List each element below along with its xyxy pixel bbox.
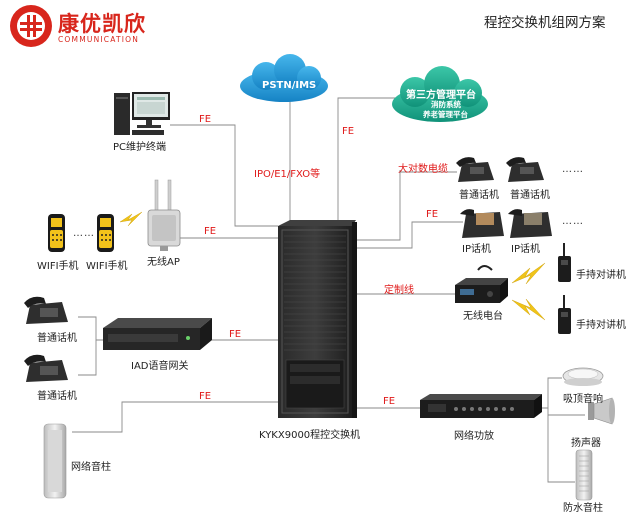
- normal-phone-left-1-label: 普通话机: [37, 333, 77, 344]
- normal-phone-left-1-icon: [24, 296, 68, 324]
- walkie-1-label: 手持对讲机: [576, 270, 626, 281]
- fe-label-third-party: FE: [342, 126, 355, 137]
- normal-phone-left-2-label: 普通话机: [37, 391, 77, 402]
- ip-phone-1-label: IP话机: [462, 244, 491, 255]
- ip-phone-2-label: IP话机: [511, 244, 540, 255]
- radio-station-icon: [455, 265, 508, 303]
- custom-line-label: 定制线: [384, 285, 414, 296]
- iad-label: IAD语音网关: [131, 361, 189, 372]
- ip-phone-dots: ……: [562, 216, 584, 227]
- fe-label-ap: FE: [204, 226, 217, 237]
- fe-label-amp: FE: [383, 396, 396, 407]
- third-party-sub2: 养老管理平台: [423, 110, 468, 119]
- radio-station-label: 无线电台: [463, 311, 503, 322]
- big-cable-label: 大对数电缆: [398, 164, 448, 175]
- pc-terminal-icon: [114, 92, 170, 135]
- pbx-cabinet-icon: [278, 220, 357, 418]
- column-speaker-left-icon: [43, 423, 67, 499]
- walkie-2-label: 手持对讲机: [576, 320, 626, 331]
- third-party-cloud-icon: [392, 66, 488, 122]
- fe-label-ip: FE: [426, 209, 439, 220]
- amplifier-label: 网络功放: [454, 431, 494, 442]
- connection-lines: [72, 97, 585, 483]
- wireless-ap-label: 无线AP: [147, 257, 180, 268]
- pbx-label: KYKX9000程控交换机: [259, 430, 361, 441]
- normal-phone-right-2-label: 普通话机: [510, 190, 550, 201]
- horn-label: 扬声器: [571, 438, 601, 449]
- normal-phone-right-1-label: 普通话机: [459, 190, 499, 201]
- third-party-label: 第三方管理平台: [406, 90, 476, 101]
- logo-text: 康优凯欣: [58, 12, 146, 36]
- wifi-phone-2-label: WIFI手机: [86, 261, 128, 272]
- wifi-phone-2-icon: [97, 214, 114, 252]
- pc-label: PC维护终端: [113, 142, 167, 153]
- fe-label-iad: FE: [229, 329, 242, 340]
- page-title: 程控交换机组网方案: [484, 15, 606, 31]
- wifi-dots: ……: [73, 228, 95, 239]
- ceiling-speaker-icon: [562, 367, 604, 386]
- horn-speaker-icon: [588, 397, 615, 425]
- ceiling-speaker-label: 吸顶音响: [563, 394, 603, 405]
- normal-phone-left-2-icon: [24, 354, 68, 382]
- fe-label-pc: FE: [199, 114, 212, 125]
- wireless-signal-icons: [119, 211, 546, 321]
- wireless-ap-icon: [147, 179, 181, 251]
- wifi-phone-1-label: WIFI手机: [37, 261, 79, 272]
- amplifier-icon: [420, 394, 542, 418]
- walkie-talkie-1-icon: [558, 243, 571, 282]
- fe-label-column: FE: [199, 391, 212, 402]
- logo-subtitle: COMMUNICATION: [58, 35, 140, 44]
- logo-icon: [10, 5, 52, 47]
- pstn-link-label: IPO/E1/FXO等: [254, 169, 321, 180]
- third-party-sub1: 消防系统: [431, 100, 461, 109]
- normal-phone-dots: ……: [562, 164, 584, 175]
- ip-phone-2-icon: [508, 209, 552, 238]
- column-speaker-left-label: 网络音柱: [71, 462, 111, 473]
- normal-phone-right-1-icon: [456, 157, 494, 182]
- walkie-talkie-2-icon: [558, 295, 571, 334]
- pstn-cloud-icon: [240, 54, 328, 102]
- wifi-phone-1-icon: [48, 214, 65, 252]
- iad-gateway-icon: [103, 318, 212, 350]
- waterproof-column-icon: [575, 449, 593, 501]
- normal-phone-right-2-icon: [506, 157, 544, 182]
- waterproof-column-label: 防水音柱: [563, 503, 603, 514]
- ip-phone-1-icon: [460, 209, 504, 238]
- pstn-cloud-label: PSTN/IMS: [262, 80, 317, 91]
